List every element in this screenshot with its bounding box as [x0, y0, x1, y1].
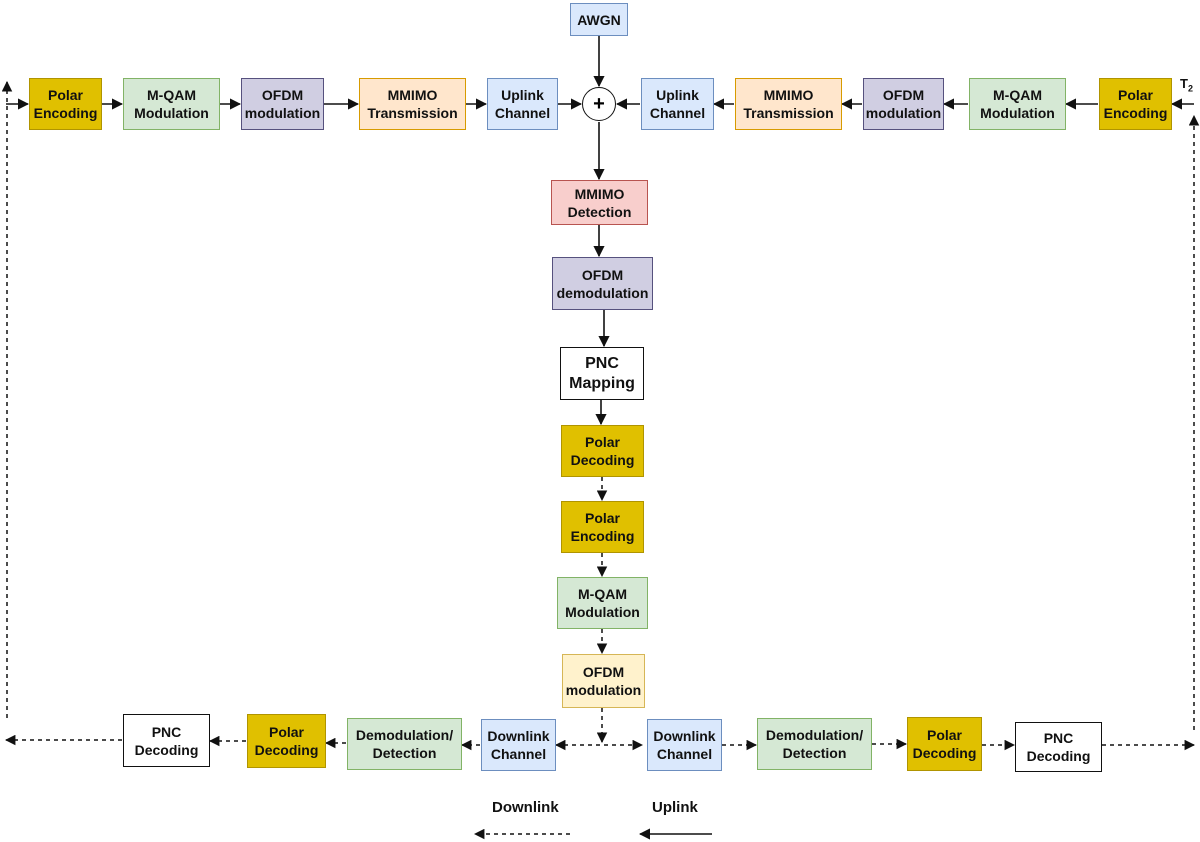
t2-label: T2 [1180, 76, 1193, 94]
legend-downlink-label: Downlink [492, 799, 559, 816]
uplink-channel-right: Uplink Channel [641, 78, 714, 130]
polar-decoding-left: Polar Decoding [247, 714, 326, 768]
polar-encoding-left: Polar Encoding [29, 78, 102, 130]
polar-decoding-relay: Polar Decoding [561, 425, 644, 477]
awgn-box: AWGN [570, 3, 628, 36]
ofdm-demodulation: OFDM demodulation [552, 257, 653, 310]
pnc-decoding-right: PNC Decoding [1015, 722, 1102, 772]
pnc-decoding-left: PNC Decoding [123, 714, 210, 767]
mqam-modulation-left: M-QAM Modulation [123, 78, 220, 130]
demod-detection-right: Demodulation/ Detection [757, 718, 872, 770]
mmimo-transmission-right: MMIMO Transmission [735, 78, 842, 130]
polar-encoding-relay: Polar Encoding [561, 501, 644, 553]
ofdm-modulation-left: OFDM modulation [241, 78, 324, 130]
downlink-channel-right: Downlink Channel [647, 719, 722, 771]
ofdm-modulation-relay: OFDM modulation [562, 654, 645, 708]
polar-decoding-right: Polar Decoding [907, 717, 982, 771]
mmimo-detection: MMIMO Detection [551, 180, 648, 225]
uplink-channel-left: Uplink Channel [487, 78, 558, 130]
downlink-channel-left: Downlink Channel [481, 719, 556, 771]
pnc-mapping: PNC Mapping [560, 347, 644, 400]
legend-uplink-label: Uplink [652, 799, 698, 816]
sum-node: + [582, 87, 616, 121]
polar-encoding-right: Polar Encoding [1099, 78, 1172, 130]
mqam-modulation-relay: M-QAM Modulation [557, 577, 648, 629]
mmimo-transmission-left: MMIMO Transmission [359, 78, 466, 130]
ofdm-modulation-right: OFDM modulation [863, 78, 944, 130]
mqam-modulation-right: M-QAM Modulation [969, 78, 1066, 130]
demod-detection-left: Demodulation/ Detection [347, 718, 462, 770]
